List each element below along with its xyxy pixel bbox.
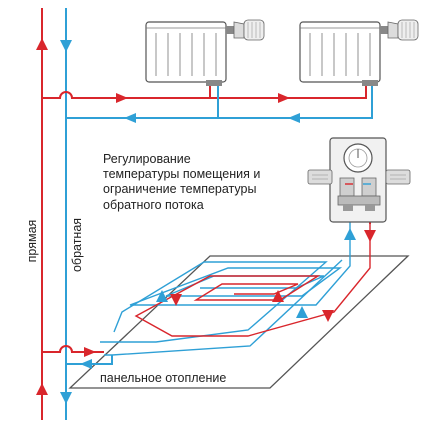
floor-return-line	[66, 355, 113, 369]
supply-label: прямая	[25, 219, 39, 263]
floor-supply-line	[42, 345, 104, 357]
description-line: ограничение температуры	[103, 182, 257, 197]
radiator-icon	[299, 21, 381, 86]
return-arrow-left	[124, 113, 136, 123]
loop-arrow	[170, 294, 182, 306]
thermostatic-valve-icon	[380, 19, 419, 41]
return-arrow-down	[60, 392, 72, 404]
radiator-supply-branch	[42, 84, 367, 103]
loop-arrow	[296, 306, 308, 318]
loop-arrow	[322, 310, 334, 322]
feed-arrow	[344, 228, 356, 240]
return-riser	[60, 8, 72, 420]
supply-arrow-up	[36, 383, 48, 395]
radiator-return-branch	[66, 84, 373, 123]
supply-arrow-right	[278, 93, 290, 103]
description-line: Регулирование	[103, 152, 191, 166]
return-arrow-down	[60, 40, 72, 52]
description-text: Регулирование температуры помещения и ог…	[103, 152, 313, 213]
panel-heating-label: панельное отопление	[100, 371, 227, 385]
loop-arrow	[272, 290, 284, 302]
thermostatic-valve-icon	[226, 19, 265, 41]
loop-arrow	[156, 290, 168, 302]
radiator-icon	[145, 21, 227, 86]
floor-heating-control-unit-icon	[307, 137, 411, 223]
floor-loop-return	[129, 222, 351, 306]
return-arrow-left	[288, 113, 300, 123]
supply-arrow-right	[116, 93, 128, 103]
supply-arrow-up	[36, 38, 48, 50]
description-line: обратного потока	[103, 197, 204, 212]
return-label: обратная	[70, 217, 84, 273]
floor-loop-supply	[134, 224, 371, 337]
description-line: температуры помещения и	[103, 167, 261, 182]
feed-arrow	[364, 230, 376, 242]
